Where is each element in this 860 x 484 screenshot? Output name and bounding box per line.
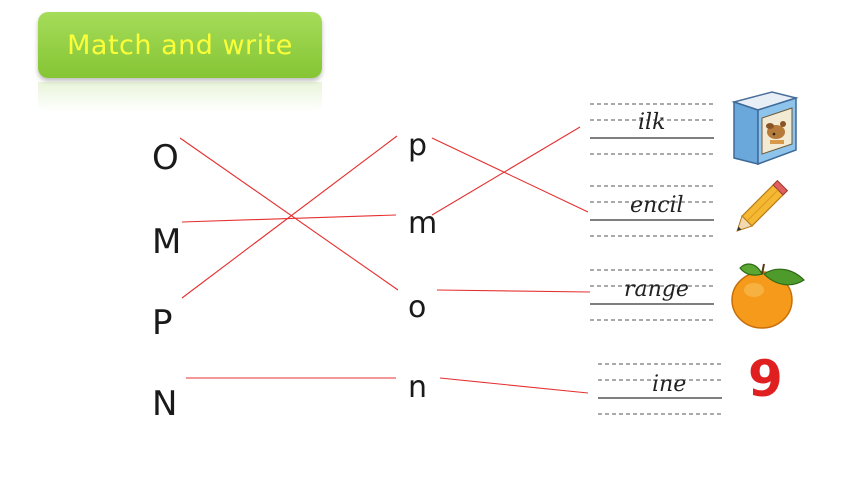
match-line-n-nine <box>439 377 589 394</box>
uppercase-letter-m: M <box>152 222 182 262</box>
title-badge: Match and write <box>38 12 322 78</box>
writing-guide-2 <box>590 185 714 237</box>
milk-carton-icon <box>731 91 799 166</box>
match-line-o-o <box>179 137 399 291</box>
uppercase-letter-p: P <box>152 303 173 343</box>
orange-icon <box>731 263 805 329</box>
number-nine: 9 <box>748 350 783 408</box>
match-line-p-p <box>181 135 398 299</box>
word-ilk: ilk <box>638 110 666 135</box>
match-line-o-orange <box>436 289 591 293</box>
match-line-m-m <box>181 214 397 223</box>
lowercase-letter-m: m <box>408 206 438 241</box>
page-title: Match and write <box>67 29 293 61</box>
title-badge-container: Match and write <box>38 12 322 112</box>
match-line-m-milk <box>431 126 581 216</box>
uppercase-letter-o: O <box>152 138 179 178</box>
lowercase-letter-n: n <box>408 370 428 405</box>
writing-guide-1 <box>590 103 714 155</box>
word-encil: encil <box>630 193 684 218</box>
pencil-icon <box>736 179 789 232</box>
uppercase-letter-n: N <box>152 384 178 424</box>
writing-guide-3 <box>590 269 714 321</box>
lowercase-letter-p: p <box>408 128 428 163</box>
lowercase-letter-o: o <box>408 290 427 325</box>
match-line-p-pencil <box>431 137 589 213</box>
word-ine: ine <box>652 372 687 397</box>
word-range: range <box>624 277 689 302</box>
writing-guide-4 <box>598 363 722 415</box>
title-reflection <box>38 82 322 112</box>
